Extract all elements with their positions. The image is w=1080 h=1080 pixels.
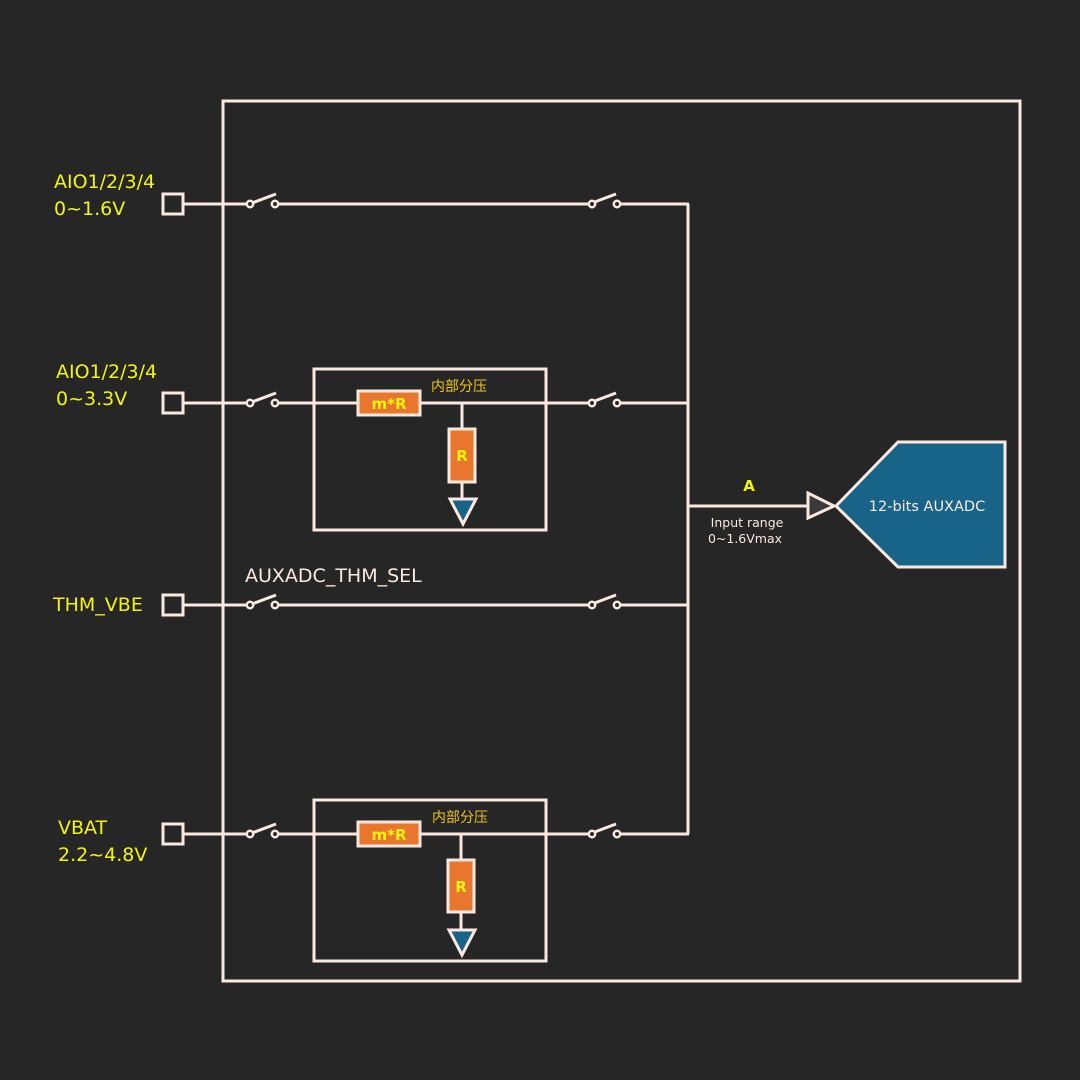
resistor-R: [446, 858, 476, 914]
switch-icon: [587, 593, 622, 610]
input-range-label: 0~3.3V: [56, 388, 127, 410]
input-range-value: 0~1.6Vmax: [708, 531, 782, 546]
input-pin: [161, 192, 185, 216]
ground-icon: [446, 928, 478, 959]
divider-box: [312, 798, 548, 963]
channel-aio-3v3: AIO1/2/3/4 0~3.3V 内部分压 m*R R: [56, 361, 689, 532]
resistor-mR-label: m*R: [371, 826, 406, 844]
node-a-label: A: [743, 477, 755, 495]
input-range-label: Input range: [711, 515, 784, 530]
input-range-label: 2.2~4.8V: [58, 844, 147, 866]
channel-thm-vbe: THM_VBE AUXADC_THM_SEL: [52, 565, 689, 617]
switch-icon: [587, 822, 622, 839]
switch-select-label: AUXADC_THM_SEL: [245, 565, 422, 587]
divider-label: 内部分压: [432, 810, 488, 826]
channel-aio-1v6: AIO1/2/3/4 0~1.6V: [54, 171, 689, 220]
input-pin: [161, 593, 185, 617]
input-name-label: AIO1/2/3/4: [54, 171, 155, 193]
input-name-label: AIO1/2/3/4: [56, 361, 157, 383]
switch-icon: [245, 593, 280, 610]
adc-block: [833, 440, 1007, 569]
channel-vbat: VBAT 2.2~4.8V 内部分压 m*R R: [58, 798, 689, 963]
buffer-icon: [806, 490, 838, 521]
input-name-label: VBAT: [58, 817, 108, 839]
switch-icon: [587, 192, 622, 209]
resistor-R: [447, 427, 477, 484]
input-range-label: 0~1.6V: [54, 198, 125, 220]
switch-icon: [587, 391, 622, 408]
input-name-label: THM_VBE: [52, 594, 143, 616]
input-pin: [161, 391, 185, 415]
resistor-R-label: R: [455, 878, 467, 896]
switch-icon: [245, 192, 280, 209]
adc-label: 12-bits AUXADC: [869, 499, 985, 515]
resistor-R-label: R: [456, 447, 468, 465]
chip-boundary: [221, 99, 1022, 983]
input-pin: [161, 822, 185, 846]
divider-box: [312, 367, 548, 532]
divider-label: 内部分压: [431, 379, 487, 395]
switch-icon: [245, 391, 280, 408]
switch-icon: [245, 822, 280, 839]
resistor-mR-label: m*R: [371, 395, 406, 413]
adc-path: A Input range 0~1.6Vmax 12-bits AUXADC: [688, 440, 1007, 569]
ground-icon: [447, 497, 479, 528]
